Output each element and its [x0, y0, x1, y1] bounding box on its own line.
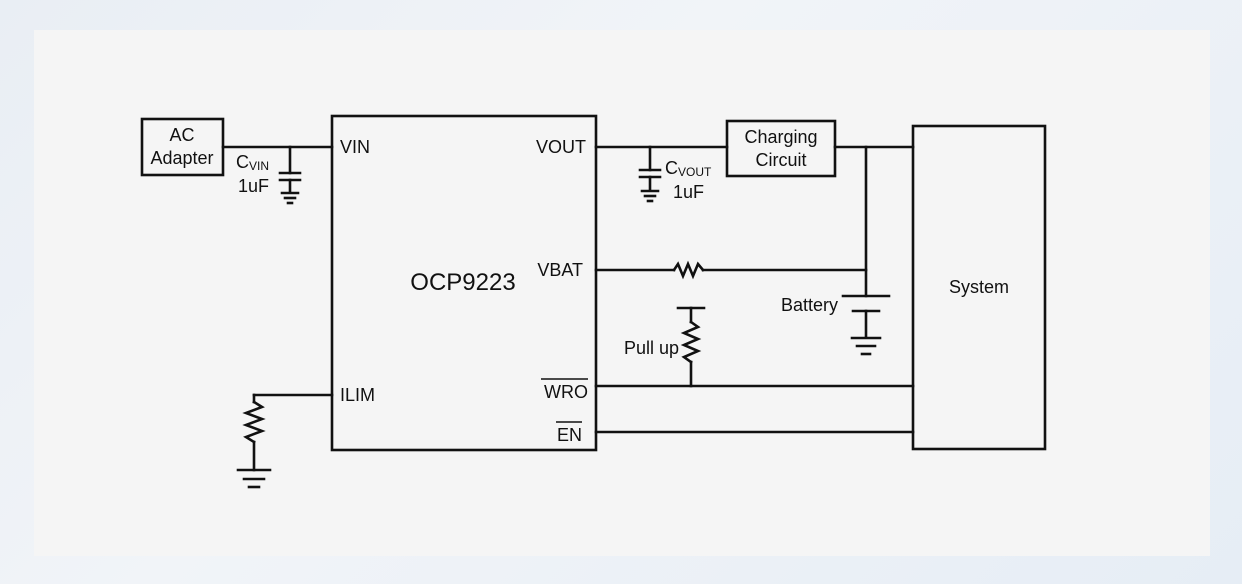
- system-label: System: [949, 277, 1009, 297]
- ac-adapter-block: AC Adapter: [140, 117, 225, 177]
- pin-ilim-label: ILIM: [340, 385, 375, 405]
- ac-adapter-label-line2: Adapter: [150, 148, 213, 168]
- pin-vbat-label: VBAT: [537, 260, 583, 280]
- pin-wro-label: WRO: [544, 382, 588, 402]
- signal-nets: [594, 384, 915, 434]
- cvin-main: C: [236, 152, 249, 172]
- pull-up-label: Pull up: [624, 338, 679, 358]
- ic-block: OCP9223 VIN VOUT VBAT ILIM WRO EN: [330, 114, 598, 452]
- cvin-sub: VIN: [249, 159, 269, 173]
- battery-label: Battery: [781, 295, 838, 315]
- system-block: System: [911, 124, 1047, 451]
- pin-en-label: EN: [557, 425, 582, 445]
- pin-vout-label: VOUT: [536, 137, 586, 157]
- pull-up-resistor: Pull up: [624, 306, 706, 388]
- vbat-net: [594, 260, 868, 280]
- cvout-label: CVOUT: [665, 158, 712, 179]
- ic-name: OCP9223: [410, 269, 515, 296]
- diagram-panel: [34, 30, 1210, 556]
- charging-circuit-block: Charging Circuit: [725, 119, 837, 178]
- cvin-label: CVIN: [236, 152, 269, 173]
- charging-circuit-label-line2: Circuit: [755, 150, 806, 170]
- vout-net: CVOUT 1uF: [594, 145, 729, 203]
- ac-adapter-label-line1: AC: [169, 125, 194, 145]
- cvout-value: 1uF: [673, 182, 704, 202]
- vin-net: CVIN 1uF: [221, 145, 334, 205]
- battery-symbol: Battery: [781, 294, 891, 356]
- ilim-net: [236, 393, 334, 489]
- cvin-value: 1uF: [238, 176, 269, 196]
- charging-circuit-label-line1: Charging: [744, 127, 817, 147]
- pin-vin-label: VIN: [340, 137, 370, 157]
- cvout-main: C: [665, 158, 678, 178]
- cvout-sub: VOUT: [678, 165, 712, 179]
